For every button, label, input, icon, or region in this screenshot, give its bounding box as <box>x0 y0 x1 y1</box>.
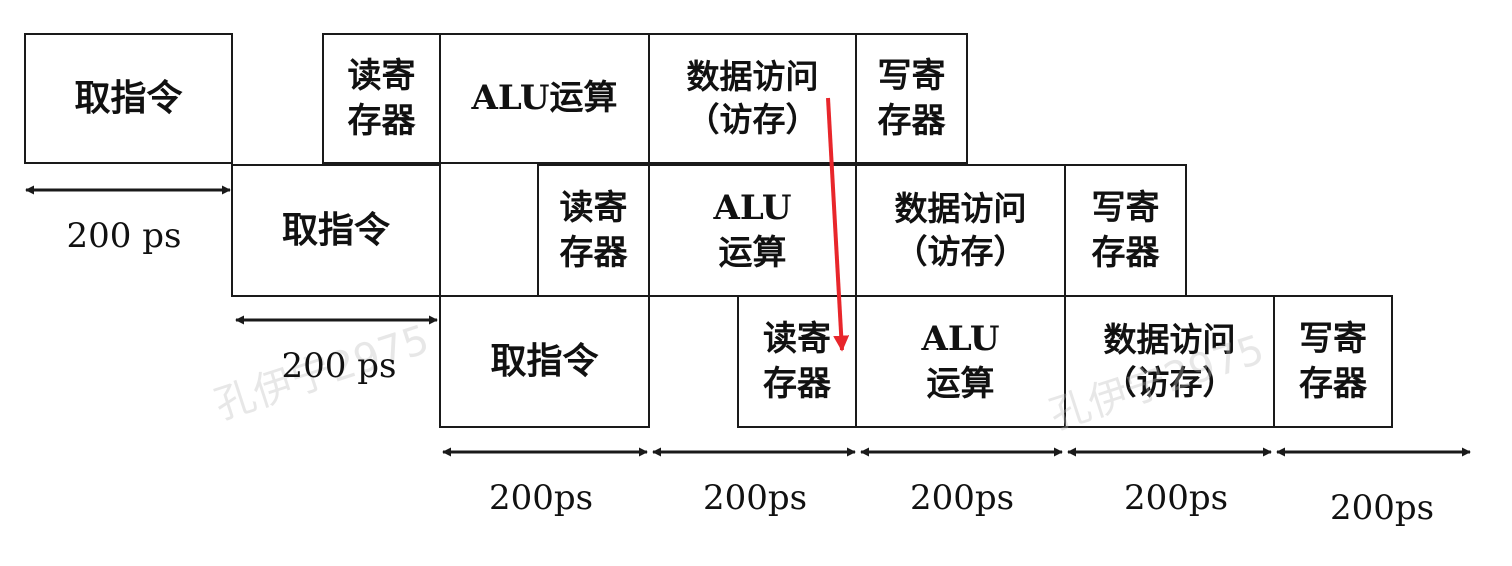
row3-memory-access-line2: （访存） <box>1103 362 1236 402</box>
row2-write-register-stage: 写寄 存器 <box>1064 164 1187 297</box>
timeline-label-5: 200ps <box>1329 488 1435 528</box>
row3-read-register-line2: 存器 <box>763 363 831 404</box>
row3-write-register-stage: 写寄 存器 <box>1273 295 1393 428</box>
row2-write-register-line1: 写寄 <box>1091 188 1160 229</box>
row2-write-register-line2: 存器 <box>1091 232 1160 273</box>
row3-write-register-line1: 写寄 <box>1299 319 1367 360</box>
row1-duration-label: 200 ps <box>66 216 182 256</box>
timeline-label-1: 200ps <box>488 478 594 518</box>
row2-alu-stage: ALU 运算 <box>648 164 857 297</box>
row2-read-register-line1: 读寄 <box>559 188 628 229</box>
row1-alu-label: ALU运算 <box>471 78 618 119</box>
row2-memory-access-line2: （访存） <box>894 231 1027 271</box>
row1-fetch-stage: 取指令 <box>24 33 233 164</box>
row1-write-register-stage: 写寄 存器 <box>855 33 968 164</box>
row3-alu-stage: ALU 运算 <box>855 295 1066 428</box>
row3-fetch-stage: 取指令 <box>439 295 650 428</box>
row3-read-register-line1: 读寄 <box>763 319 831 360</box>
row2-duration-label: 200 ps <box>281 346 397 386</box>
row3-memory-access-line1: 数据访问 <box>1103 319 1236 359</box>
row3-alu-line1: ALU <box>921 319 1000 360</box>
row1-read-register-line2: 存器 <box>347 100 416 141</box>
timeline-label-4: 200ps <box>1123 478 1229 518</box>
row1-read-register-line1: 读寄 <box>347 56 416 97</box>
row1-read-register-stage: 读寄 存器 <box>322 33 441 164</box>
row2-alu-line2: 运算 <box>718 232 787 273</box>
row2-read-register-line2: 存器 <box>559 232 628 273</box>
row3-write-register-line2: 存器 <box>1299 363 1367 404</box>
row3-read-register-stage: 读寄 存器 <box>737 295 857 428</box>
row1-memory-access-line2: （访存） <box>686 99 819 139</box>
row1-fetch-label: 取指令 <box>74 77 183 120</box>
row1-memory-access-line1: 数据访问 <box>686 56 819 96</box>
timeline-label-2: 200ps <box>702 478 808 518</box>
timeline-label-3: 200ps <box>909 478 1015 518</box>
row3-alu-line2: 运算 <box>926 363 995 404</box>
row1-write-register-line1: 写寄 <box>877 56 946 97</box>
row3-fetch-label: 取指令 <box>490 340 599 383</box>
row2-memory-access-line1: 数据访问 <box>894 188 1027 228</box>
row2-alu-line1: ALU <box>713 188 792 229</box>
red-dependency-arrow <box>826 97 850 352</box>
row2-fetch-stage: 取指令 <box>231 164 441 297</box>
row2-fetch-label: 取指令 <box>281 209 390 252</box>
row1-alu-stage: ALU运算 <box>439 33 650 164</box>
row1-write-register-line2: 存器 <box>877 100 946 141</box>
row2-read-register-stage: 读寄 存器 <box>537 164 650 297</box>
